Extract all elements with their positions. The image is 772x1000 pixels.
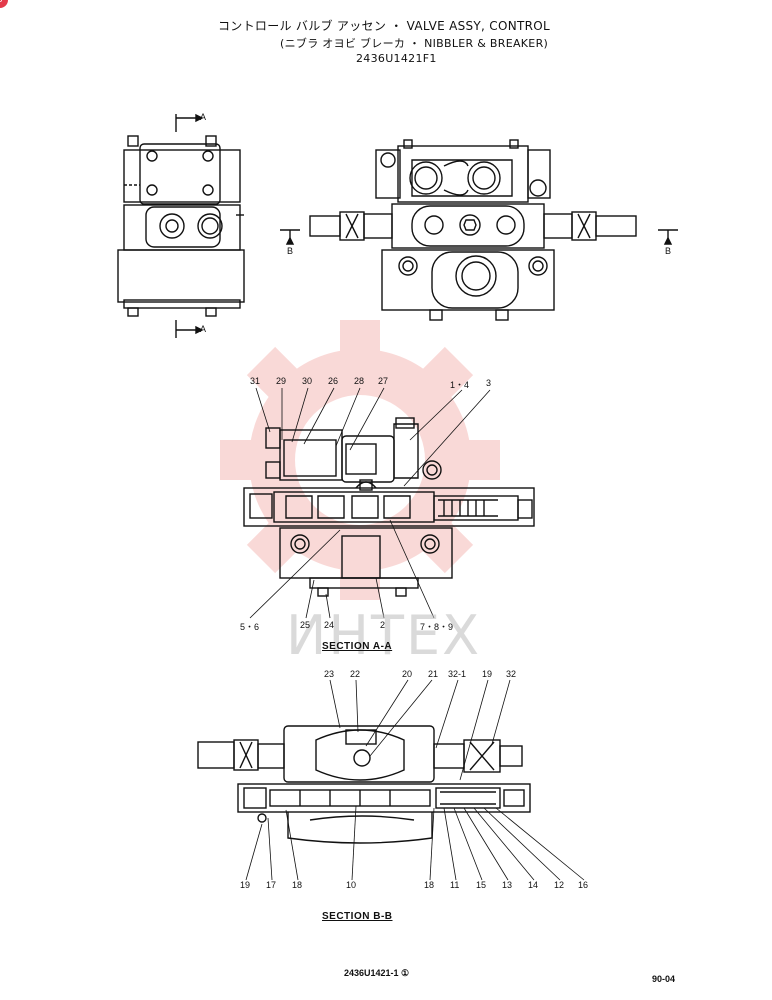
watermark-gear-tooth — [419, 346, 474, 401]
callout-label: 31 — [250, 376, 261, 386]
callout-label: 32-1 — [448, 669, 467, 679]
section-bb-title: SECTION B-B — [322, 911, 393, 922]
cut-marker-b-right: B — [665, 246, 672, 256]
callout-label: 22 — [350, 669, 361, 679]
callout-label: 16 — [578, 880, 589, 890]
watermark-text: ИНТЕХ — [286, 604, 482, 667]
section-aa-drawing — [243, 417, 535, 597]
callout-label: 29 — [276, 376, 287, 386]
callout-label: 3 — [486, 378, 492, 388]
watermark-gear-tooth — [246, 346, 301, 401]
callout-label: 14 — [528, 880, 539, 890]
section-bb-leaders — [245, 679, 585, 881]
callout-label: 7・8・9 — [420, 622, 454, 632]
front-view — [309, 139, 637, 321]
callout-label: 20 — [402, 669, 413, 679]
callout-label: 1・4 — [450, 380, 470, 390]
page-number: 90-04 — [652, 974, 676, 984]
cut-marker-b-left: B — [287, 246, 294, 256]
callout-label: 21 — [428, 669, 439, 679]
callout-label: 18 — [424, 880, 435, 890]
watermark-gear-tooth — [340, 564, 380, 600]
callout-label: 25 — [300, 620, 311, 630]
callout-label: 19 — [240, 880, 251, 890]
callout-label: 27 — [378, 376, 389, 386]
callout-label: 11 — [450, 880, 460, 890]
callout-label: 5・6 — [240, 622, 260, 632]
cut-marker-a-top: A — [200, 112, 207, 122]
callout-label: 28 — [354, 376, 365, 386]
title-line-2: (ニブラ オヨビ ブレーカ ・ NIBBLER & BREAKER) — [280, 37, 549, 50]
section-aa-leaders — [249, 387, 491, 619]
callout-label: 18 — [292, 880, 303, 890]
section-bb-drawing — [197, 725, 531, 844]
watermark-gear-tooth — [220, 440, 256, 480]
callout-label: 26 — [328, 376, 339, 386]
corner-badge: 0 — [0, 0, 8, 8]
cut-marker-a-bottom: A — [200, 324, 207, 334]
callout-label: 23 — [324, 669, 335, 679]
callout-label: 32 — [506, 669, 517, 679]
callout-label: 15 — [476, 880, 487, 890]
callout-label: 2 — [380, 620, 386, 630]
watermark-gear-tooth — [419, 519, 474, 574]
callout-label: 24 — [324, 620, 335, 630]
callout-label: 12 — [554, 880, 565, 890]
callout-label: 17 — [266, 880, 277, 890]
section-aa-title: SECTION A-A — [322, 641, 393, 652]
callout-label: 19 — [482, 669, 493, 679]
side-view — [117, 135, 245, 317]
watermark-gear — [220, 320, 500, 600]
callout-label: 13 — [502, 880, 513, 890]
title-line-1: コントロール バルブ アッセン ・ VALVE ASSY, CONTROL — [218, 19, 550, 33]
watermark-gear-tooth — [340, 320, 380, 356]
watermark-gear-tooth — [464, 440, 500, 480]
callout-label: 10 — [346, 880, 357, 890]
callout-label: 30 — [302, 376, 313, 386]
watermark-gear-tooth — [246, 519, 301, 574]
part-number: 2436U1421F1 — [356, 52, 437, 65]
drawing-number: 2436U1421-1 ① — [344, 968, 410, 978]
